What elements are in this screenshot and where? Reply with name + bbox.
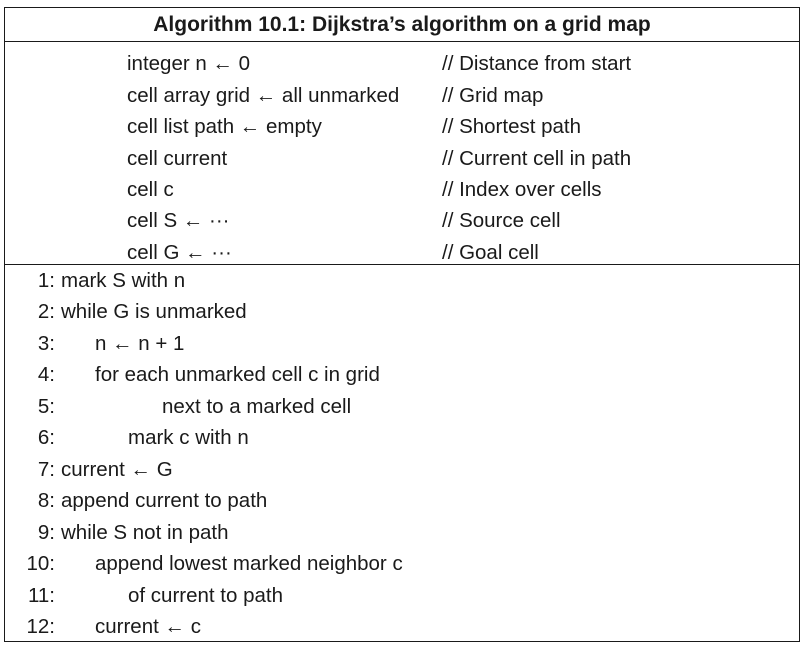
- step-number: 6:: [37, 426, 55, 449]
- algorithm-box: Algorithm 10.1: Dijkstra’s algorithm on …: [4, 7, 800, 642]
- step-number: 7:: [37, 458, 55, 481]
- step-text: while S not in path: [61, 521, 229, 544]
- step-number: 5:: [37, 395, 55, 418]
- step-number: 10:: [26, 552, 56, 575]
- decl-code-source: cell S ← ···: [127, 209, 230, 232]
- algorithm-title: Algorithm 10.1: Dijkstra’s algorithm on …: [5, 8, 799, 42]
- step-text: next to a marked cell: [162, 395, 352, 418]
- decl-comment-n: // Distance from start: [442, 52, 632, 75]
- step-number: 4:: [37, 363, 55, 386]
- step-number: 2:: [37, 300, 55, 323]
- step-number: 12:: [26, 615, 56, 638]
- step-number: 3:: [37, 332, 55, 355]
- decl-code-goal: cell G ← ···: [127, 241, 232, 264]
- decl-comment-grid: // Grid map: [442, 84, 544, 107]
- step-text: append current to path: [61, 489, 268, 512]
- decl-code-grid: cell array grid ← all unmarked: [127, 84, 400, 107]
- decl-code-current: cell current: [127, 147, 228, 170]
- step-text: of current to path: [128, 584, 283, 607]
- step-text: current ← c: [95, 615, 201, 638]
- step-text: for each unmarked cell c in grid: [95, 363, 380, 386]
- step-text: current ← G: [61, 458, 173, 481]
- step-text: append lowest marked neighbor c: [95, 552, 403, 575]
- decl-comment-c: // Index over cells: [442, 178, 602, 201]
- step-number: 11:: [28, 584, 55, 607]
- decl-comment-path: // Shortest path: [442, 115, 582, 138]
- step-text: mark S with n: [61, 269, 186, 292]
- declarations-section: integer n ← 0 // Distance from start cel…: [5, 42, 799, 265]
- decl-code-path: cell list path ← empty: [127, 115, 322, 138]
- decl-comment-source: // Source cell: [442, 209, 561, 232]
- step-text: mark c with n: [128, 426, 249, 449]
- step-text: n ← n + 1: [95, 332, 185, 355]
- step-number: 9:: [37, 521, 55, 544]
- decl-code-c: cell c: [127, 178, 174, 201]
- decl-code-n: integer n ← 0: [127, 52, 251, 75]
- step-number: 8:: [37, 489, 55, 512]
- step-text: while G is unmarked: [61, 300, 247, 323]
- decl-comment-current: // Current cell in path: [442, 147, 632, 170]
- step-number: 1:: [37, 269, 55, 292]
- decl-comment-goal: // Goal cell: [442, 241, 539, 264]
